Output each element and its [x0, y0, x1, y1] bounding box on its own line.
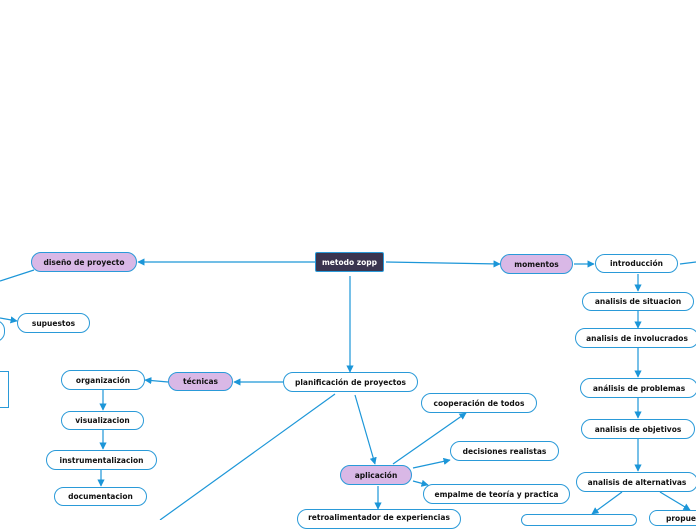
node-analisis-de-objetivos[interactable]: analisis de objetivos	[581, 419, 695, 439]
node-momentos[interactable]: momentos	[500, 254, 573, 274]
node-aplicacion[interactable]: aplicación	[340, 465, 412, 485]
node-tecnicas[interactable]: técnicas	[168, 372, 233, 391]
node-analisis-de-problemas[interactable]: análisis de problemas	[580, 378, 696, 398]
node-documentacion[interactable]: documentacion	[54, 487, 147, 506]
edge-alternativas-left	[591, 491, 623, 515]
node-supuestos[interactable]: supuestos	[17, 313, 90, 333]
node-instrumentalizacion[interactable]: instrumentalizacion	[46, 450, 157, 470]
edge-diseno-offscreen	[0, 269, 35, 282]
node-metodo-zopp[interactable]: metodo zopp	[315, 252, 384, 272]
node-cooperacion-de-todos[interactable]: cooperación de todos	[421, 393, 537, 413]
node-alternativas-child-right[interactable]: propue	[649, 510, 696, 526]
node-alternativas-child-left[interactable]	[521, 514, 637, 526]
node-analisis-de-situacion[interactable]: analisis de situacion	[582, 292, 694, 311]
node-introduccion[interactable]: introducción	[595, 254, 678, 273]
edge-planificacion-offscreen	[159, 393, 336, 520]
node-offscreen-left-box[interactable]	[0, 371, 9, 408]
node-decisiones-realistas[interactable]: decisiones realistas	[450, 441, 559, 461]
edge-introduccion-offscreen	[679, 261, 696, 265]
edge-aplicacion-decisiones	[412, 457, 451, 469]
node-organizacion[interactable]: organización	[61, 370, 145, 390]
edge-aplicacion-cooperacion	[392, 412, 467, 465]
node-empalme-de-teoria-y-practica[interactable]: empalme de teoría y practica	[423, 484, 570, 504]
node-retroalimentador-de-experiencias[interactable]: retroalimentador de experiencias	[297, 509, 461, 529]
node-analisis-de-involucrados[interactable]: analisis de involucrados	[575, 328, 696, 348]
node-visualizacion[interactable]: visualizacion	[61, 411, 144, 430]
edge-alternativas-right	[659, 491, 691, 511]
node-planificacion-de-proyectos[interactable]: planificación de proyectos	[283, 372, 418, 392]
edge-aplicacion-empalme	[412, 479, 429, 487]
edge-offscreen-supuestos	[0, 316, 18, 324]
node-analisis-de-alternativas[interactable]: analisis de alternativas	[576, 472, 696, 492]
node-diseno-de-proyecto[interactable]: diseño de proyecto	[31, 252, 137, 272]
edge-tecnicas-organizacion	[144, 376, 169, 385]
edge-planificacion-aplicacion	[354, 394, 377, 465]
edge-central-momentos	[385, 260, 501, 268]
